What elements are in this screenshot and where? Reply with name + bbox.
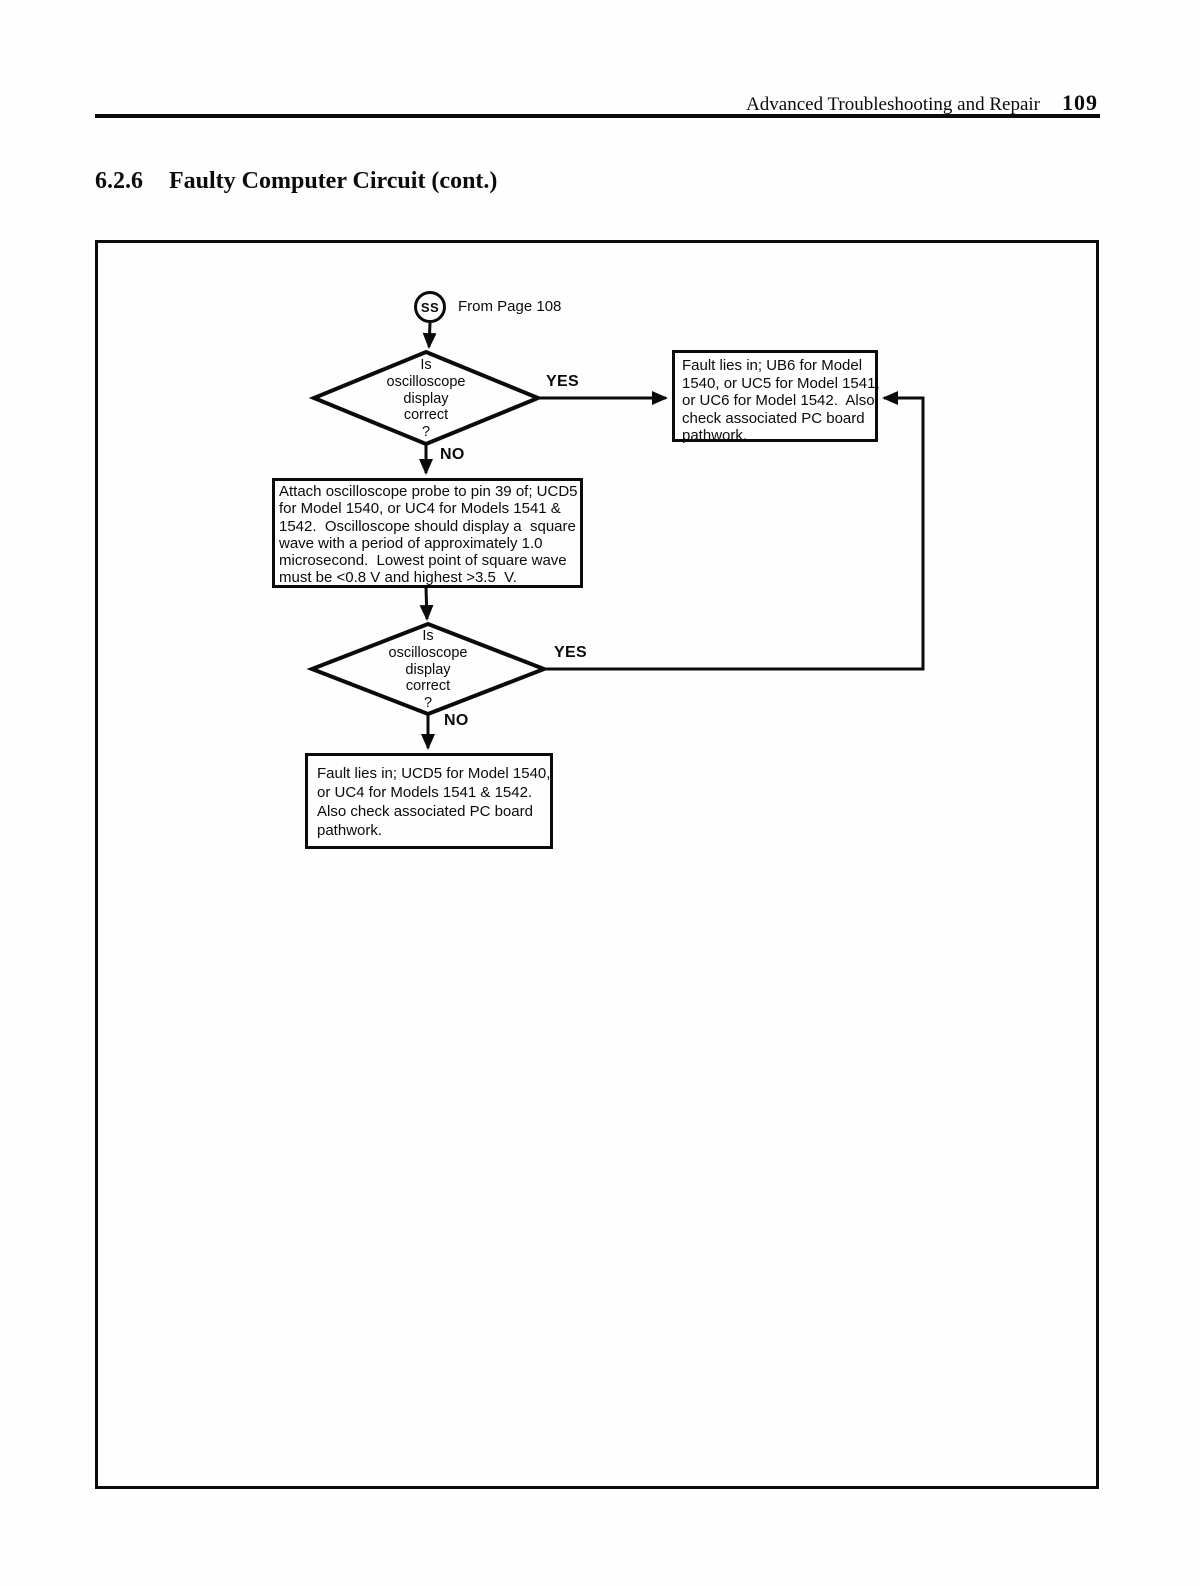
decision2-line: ? bbox=[423, 695, 433, 712]
decision1-yes-label: YES bbox=[546, 373, 579, 390]
decision2-no-label: NO bbox=[444, 712, 469, 729]
fault-box-right-line: or UC6 for Model 1542. Also bbox=[682, 392, 875, 409]
page-number: 109 bbox=[1062, 90, 1098, 115]
flowchart-connectors bbox=[306, 322, 925, 750]
start-connector-label: SS bbox=[420, 299, 440, 315]
decision1-line: ? bbox=[421, 424, 431, 441]
fault-box-bottom-line: Also check associated PC board bbox=[317, 803, 533, 820]
decision1-line: correct bbox=[403, 407, 449, 424]
decision2-text: Is oscilloscope display correct ? bbox=[336, 628, 520, 712]
process-box-line: 1542. Oscilloscope should display a squa… bbox=[279, 517, 576, 535]
decision2-yes-label: YES bbox=[554, 644, 587, 661]
decision1-no-label: NO bbox=[440, 446, 465, 463]
process-box-line: wave with a period of approximately 1.0 bbox=[279, 534, 543, 552]
arrow-process-to-decision2 bbox=[419, 587, 434, 621]
fault-box-bottom: Fault lies in; UCD5 for Model 1540, or U… bbox=[305, 753, 553, 849]
section-title: 6.2.6 Faulty Computer Circuit (cont.) bbox=[95, 168, 497, 195]
process-box-line: microsecond. Lowest point of square wave bbox=[279, 552, 567, 570]
decision1-line: display bbox=[403, 390, 449, 407]
fault-box-right-line: 1540, or UC5 for Model 1541, bbox=[682, 374, 880, 392]
process-box-line: for Model 1540, or UC4 for Models 1541 & bbox=[279, 500, 561, 518]
fault-box-right-line: check associated PC board bbox=[682, 409, 865, 427]
start-connector: SS bbox=[414, 291, 446, 323]
process-box-line: Attach oscilloscope probe to pin 39 of; … bbox=[279, 483, 578, 500]
decision1-text: Is oscilloscope display correct ? bbox=[334, 357, 518, 441]
decision1-line: oscilloscope bbox=[386, 373, 466, 390]
process-box-attach-probe: Attach oscilloscope probe to pin 39 of; … bbox=[272, 478, 583, 588]
fault-box-bottom-line: pathwork. bbox=[317, 822, 383, 839]
decision1-line: Is bbox=[420, 357, 432, 373]
flowchart-frame: SS From Page 108 Is oscilloscope display… bbox=[95, 240, 1099, 1489]
decision2-line: correct bbox=[405, 678, 451, 695]
from-page-caption: From Page 108 bbox=[458, 298, 562, 315]
decision2-line: oscilloscope bbox=[388, 644, 468, 661]
fault-box-bottom-line: or UC4 for Models 1541 & 1542. bbox=[317, 784, 533, 801]
fault-box-right-line: pathwork. bbox=[682, 427, 748, 444]
page-header: Advanced Troubleshooting and Repair 109 bbox=[95, 90, 1098, 116]
decision2-line: display bbox=[405, 661, 451, 678]
decision2-line: Is bbox=[422, 628, 434, 644]
arrow-start-to-decision1 bbox=[422, 322, 437, 349]
arrow-decision2-yes-loop bbox=[544, 391, 925, 671]
section-title-text: Faulty Computer Circuit (cont.) bbox=[169, 168, 498, 194]
fault-box-right-line: Fault lies in; UB6 for Model bbox=[682, 357, 863, 374]
process-box-line: must be <0.8 V and highest >3.5 V. bbox=[279, 569, 517, 587]
header-rule bbox=[95, 114, 1100, 118]
section-number: 6.2.6 bbox=[95, 168, 143, 194]
page-header-title: Advanced Troubleshooting and Repair bbox=[746, 94, 1040, 115]
fault-box-bottom-line: Fault lies in; UCD5 for Model 1540, bbox=[317, 765, 551, 782]
fault-box-right: Fault lies in; UB6 for Model 1540, or UC… bbox=[672, 350, 880, 444]
